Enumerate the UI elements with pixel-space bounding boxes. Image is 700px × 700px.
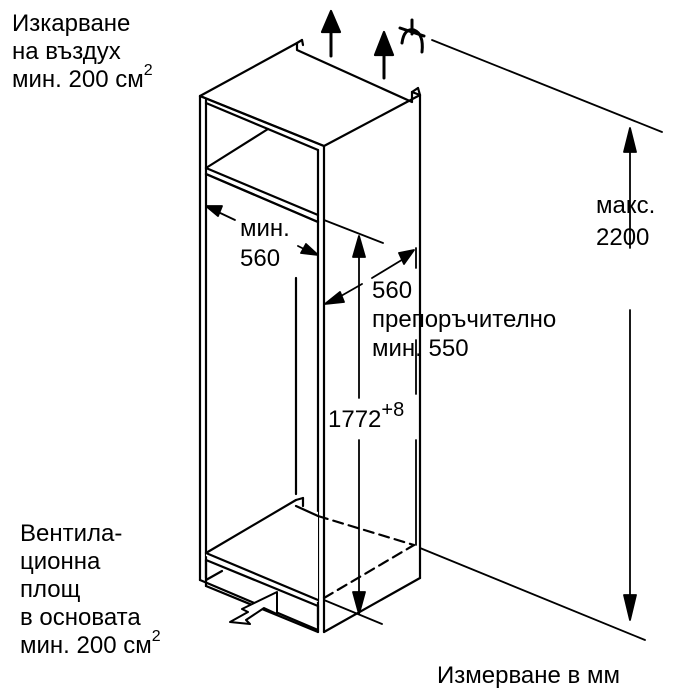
- ventilation-sup: 2: [151, 628, 161, 645]
- cabinet-bottom: [198, 496, 320, 634]
- cabinet-front-frame: [198, 94, 326, 634]
- ventilation-line4: в основата: [20, 604, 141, 631]
- niche-height-value: 1772: [328, 406, 382, 433]
- ventilation-line2: ционна: [20, 548, 101, 575]
- width-min-line1: мин.: [240, 215, 290, 242]
- depth-label: 560 препоръчително мин. 550: [372, 276, 556, 363]
- depth-value: 560: [372, 277, 413, 304]
- air-exhaust-label: Изкарване на въздух мин. 200 см2: [12, 10, 153, 94]
- max-height-value: 2200: [596, 224, 650, 251]
- niche-height-tolerance: +8: [381, 399, 405, 421]
- cabinet-right-side: [322, 93, 422, 634]
- max-height-label: макс. 2200: [596, 190, 655, 254]
- max-height-line1: макс.: [596, 192, 656, 219]
- ventilation-line1: Вентила-: [20, 520, 123, 547]
- depth-dimension: [324, 247, 417, 546]
- air-exhaust-line1: Изкарване: [12, 10, 131, 37]
- ventilation-line5: мин. 200 см2: [20, 629, 161, 660]
- width-min-value: 560: [240, 245, 281, 272]
- ventilation-line3: площ: [20, 576, 81, 603]
- depth-recommended: препоръчително: [372, 306, 557, 333]
- max-height-dimension: [419, 39, 663, 641]
- width-min-label: мин. 560: [240, 214, 290, 274]
- depth-min: мин. 550: [372, 335, 469, 362]
- cabinet-top: [198, 38, 422, 148]
- air-exhaust-sup: 2: [143, 62, 153, 79]
- air-exhaust-value: мин. 200 см: [12, 66, 144, 93]
- air-exhaust-line2: на въздух: [12, 38, 121, 65]
- unit-note: Измерване в мм: [437, 662, 620, 690]
- air-inlet-arrow-icon: [229, 591, 278, 625]
- air-exhaust-line3: мин. 200 см2: [12, 63, 153, 94]
- ceiling-symbol-icon: [398, 18, 426, 54]
- width-dimension: [205, 205, 319, 256]
- niche-height-label: 1772+8: [328, 400, 404, 434]
- unit-note-text: Измерване в мм: [437, 662, 620, 689]
- ventilation-value: мин. 200 см: [20, 632, 152, 659]
- hidden-edges: [316, 514, 416, 600]
- ventilation-base-label: Вентила- ционна площ в основата мин. 200…: [20, 520, 161, 660]
- niche-height-dimension: [323, 219, 384, 625]
- air-exhaust-arrow-icon: [320, 9, 395, 80]
